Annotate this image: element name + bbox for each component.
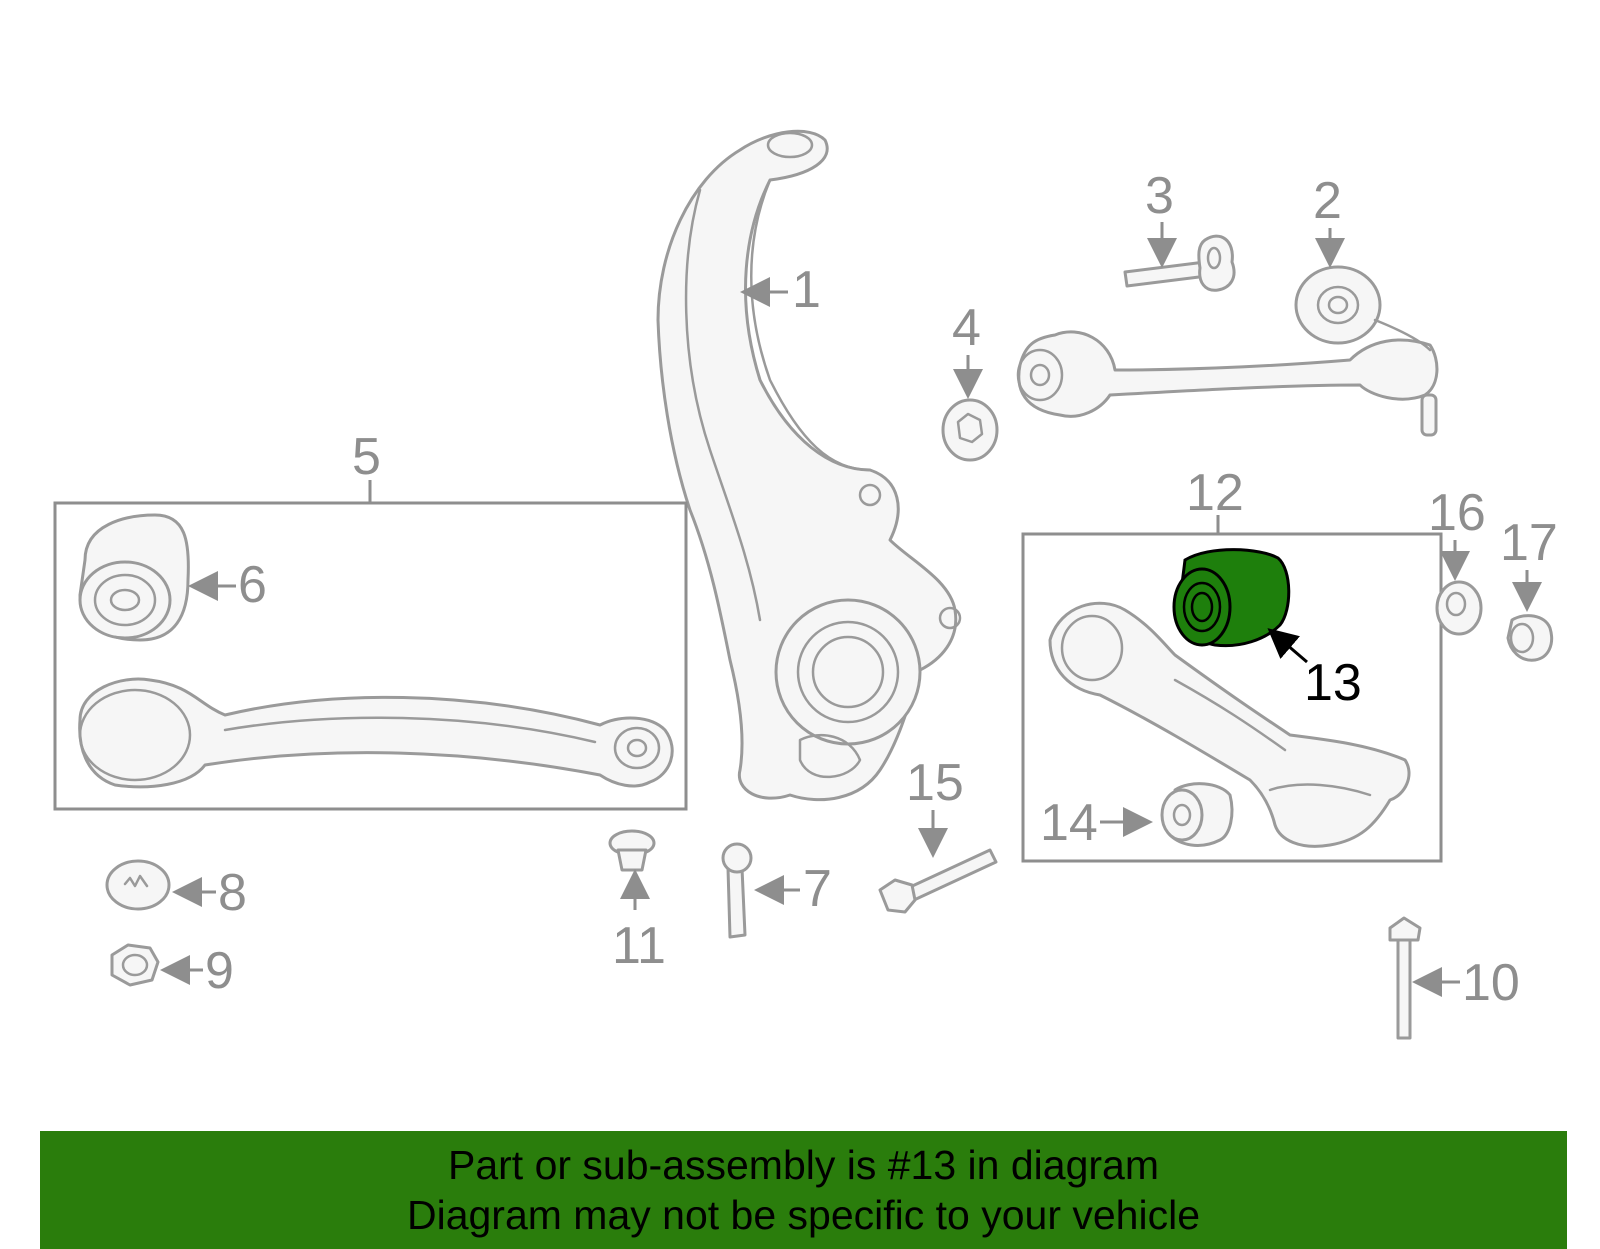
callout-7: 7: [803, 860, 832, 918]
banner-line-1: Part or sub-assembly is #13 in diagram: [448, 1142, 1159, 1188]
bushing-6[interactable]: [78, 513, 190, 642]
bolt-7[interactable]: [721, 842, 753, 939]
callout-14: 14: [1040, 794, 1098, 852]
upper-control-arm[interactable]: [1016, 265, 1439, 437]
callout-9: 9: [205, 942, 234, 1000]
bolt-10[interactable]: [1388, 916, 1422, 1040]
banner-line-2: Diagram may not be specific to your vehi…: [406, 1192, 1200, 1238]
bushing-13-highlighted[interactable]: [1172, 548, 1291, 648]
lower-arm-12[interactable]: [1048, 601, 1411, 848]
callout-16: 16: [1428, 484, 1486, 542]
bushing-17[interactable]: [1506, 614, 1554, 662]
washer-8[interactable]: [105, 859, 171, 911]
lower-control-arm[interactable]: [78, 677, 674, 789]
flange-nut-4[interactable]: [941, 398, 999, 462]
callout-10: 10: [1462, 954, 1520, 1012]
callout-2: 2: [1313, 172, 1342, 230]
callout-17: 17: [1500, 514, 1558, 572]
callout-5: 5: [352, 428, 381, 486]
callout-3: 3: [1145, 167, 1174, 225]
callout-12: 12: [1186, 464, 1244, 522]
washer-16[interactable]: [1435, 580, 1483, 636]
callout-6: 6: [238, 556, 267, 614]
callout-8: 8: [218, 864, 247, 922]
nut-11[interactable]: [608, 829, 656, 872]
bushing-14[interactable]: [1160, 782, 1234, 847]
nut-9[interactable]: [110, 943, 160, 987]
callout-13: 13: [1304, 654, 1362, 712]
callout-4: 4: [952, 299, 981, 357]
callout-15: 15: [906, 754, 964, 812]
assembly-box-12: [1021, 532, 1443, 863]
bolt-15[interactable]: [878, 848, 998, 914]
steering-knuckle[interactable]: [656, 129, 962, 802]
callout-11: 11: [612, 917, 666, 975]
info-banner: Part or sub-assembly is #13 in diagram D…: [40, 1131, 1567, 1249]
ball-joint-bolt[interactable]: [1123, 234, 1236, 292]
callout-1: 1: [792, 261, 821, 319]
